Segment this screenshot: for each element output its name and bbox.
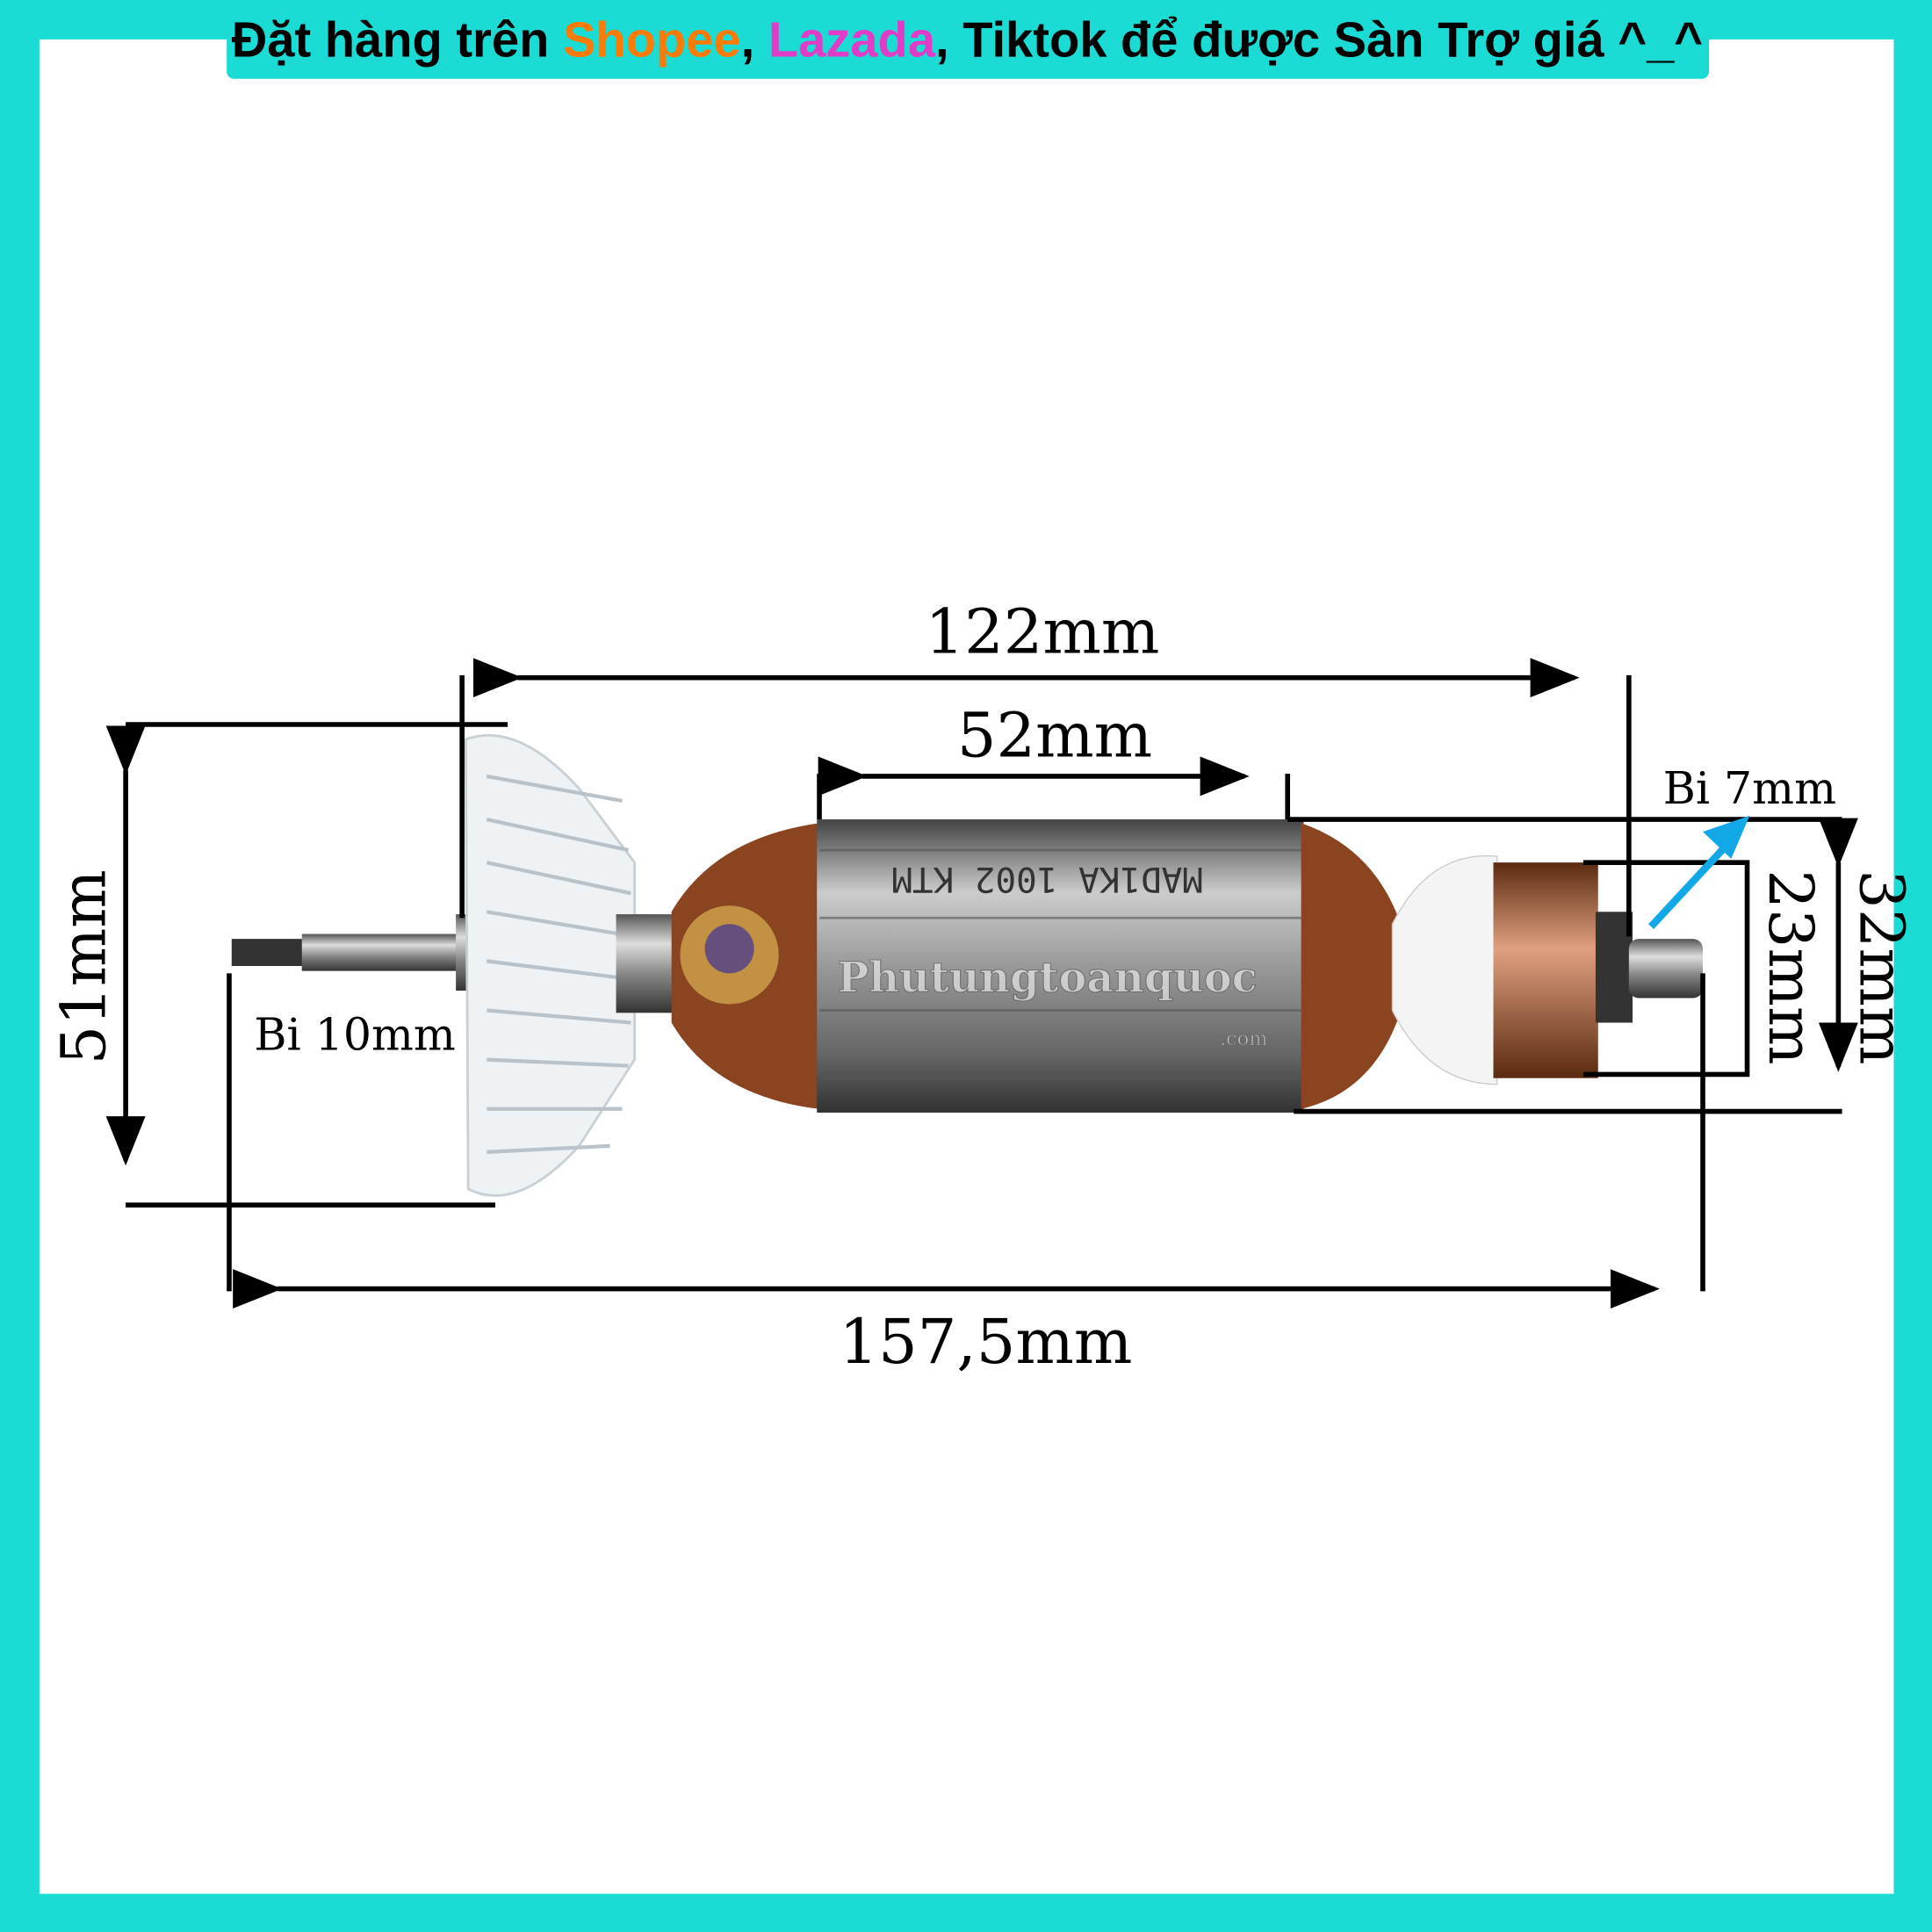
- banner-text: Đặt hàng trên Shopee, Lazada, Tiktok để …: [232, 12, 1703, 68]
- banner-separator: ,: [741, 12, 768, 68]
- bearing-pointer-arrow: [1648, 838, 1734, 929]
- commutator: [1493, 862, 1598, 1078]
- watermark-domain: .com: [1220, 1027, 1267, 1050]
- product-marking: MAD1KA 1002 KTM: [891, 859, 1203, 898]
- insulator: [1391, 854, 1498, 1085]
- laminated-core: [817, 819, 1304, 1113]
- dimension-lines: [105, 658, 1858, 1309]
- dim-157-label: 157,5mm: [840, 1306, 1133, 1378]
- shaft-right: [1628, 939, 1704, 998]
- banner-suffix: , Tiktok để được Sàn Trợ giá ^_^: [935, 12, 1703, 68]
- dim-51-label: 51mm: [47, 869, 119, 1064]
- fan: [464, 733, 636, 1197]
- shopee-link[interactable]: Shopee: [563, 12, 741, 68]
- banner-bar: [227, 0, 1710, 79]
- bearing-pointer-arrowhead: [1703, 815, 1750, 859]
- winding-right: [1301, 823, 1405, 1109]
- watermark: Phutungtoanquoc .com: [680, 905, 1268, 1050]
- dim-23-label: 23mm: [1755, 869, 1827, 1064]
- dim-122-label: 122mm: [926, 596, 1160, 668]
- bearing-left-label: Bi 10mm: [254, 1008, 455, 1060]
- bearing-right-label: Bi 7mm: [1663, 762, 1836, 814]
- lazada-link[interactable]: Lazada: [768, 12, 936, 68]
- armature: MAD1KA 1002 KTM Phutungtoanquoc .com: [231, 733, 1704, 1197]
- shaft-left: [301, 934, 463, 971]
- watermark-text: Phutungtoanquoc: [838, 953, 1258, 1002]
- dim-52-label: 52mm: [957, 699, 1152, 771]
- dim-32-label: 32mm: [1846, 869, 1918, 1064]
- threaded-shaft-end: [231, 939, 306, 966]
- banner-prefix: Đặt hàng trên: [232, 12, 563, 68]
